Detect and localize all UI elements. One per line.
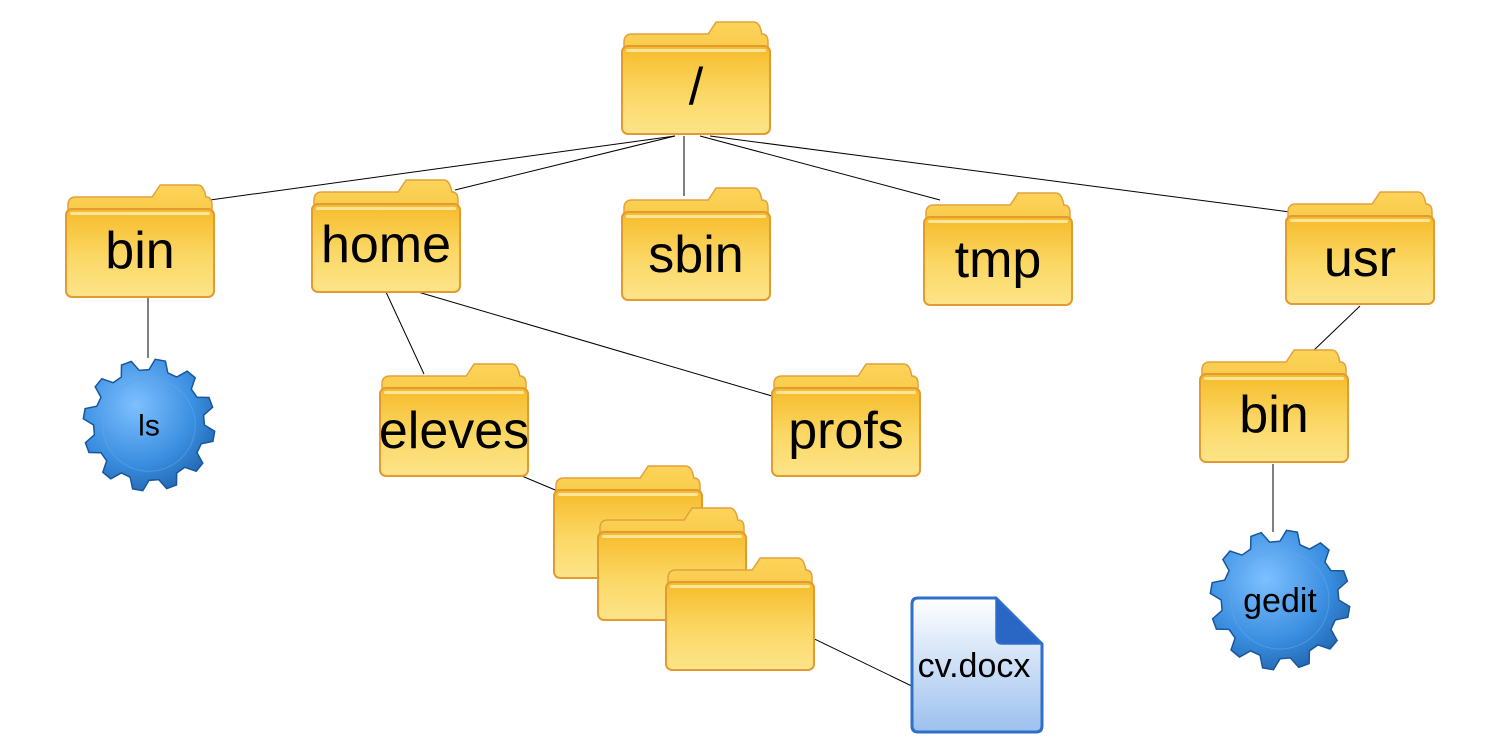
folder-front-profs — [771, 387, 921, 477]
document-fold-cv — [995, 596, 1044, 645]
folder-highlight-sub2 — [602, 535, 742, 538]
folder-highlight-eleves — [384, 391, 524, 394]
edge-root-usr — [709, 135, 1291, 213]
folder-front-home — [311, 203, 461, 293]
folder-front-usr — [1285, 215, 1435, 305]
folder-icon-eleves[interactable]: eleves — [379, 363, 529, 477]
folder-front-root — [621, 45, 771, 135]
node-label-home: home — [321, 216, 451, 274]
edge-sub-cv — [799, 631, 921, 691]
folder-highlight-sbin — [626, 215, 766, 218]
node-label-tmp: tmp — [955, 231, 1042, 289]
node-label-sbin: sbin — [648, 226, 743, 284]
folder-highlight-home — [316, 207, 456, 210]
folder-icon-root[interactable]: / — [621, 21, 771, 135]
folder-front-sbin — [621, 211, 771, 301]
edge-usr-usrbin — [1311, 305, 1361, 353]
edges-layer — [147, 135, 1361, 691]
folder-highlight-bin — [70, 212, 210, 215]
folder-highlight-root — [626, 49, 766, 52]
folder-highlight-sub3 — [670, 585, 810, 588]
folder-highlight-usr — [1290, 219, 1430, 222]
document-icon-cv[interactable]: cv.docx — [910, 596, 1044, 734]
edge-root-tmp — [699, 135, 941, 201]
folder-highlight-tmp — [928, 220, 1068, 223]
folder-icon-home[interactable]: home — [311, 179, 461, 293]
folder-front-bin — [65, 208, 215, 298]
gear-icon-ls[interactable]: ls — [82, 358, 216, 492]
node-label-root: / — [689, 58, 704, 116]
edge-root-bin — [209, 135, 676, 201]
node-label-cv: cv.docx — [918, 647, 1031, 685]
folder-highlight-sub1 — [558, 493, 698, 496]
folder-icon-bin[interactable]: bin — [65, 184, 215, 298]
gear-ring-ls — [102, 378, 196, 472]
edge-home-eleves — [385, 291, 425, 375]
folder-front-eleves — [379, 387, 529, 477]
node-label-usr: usr — [1324, 230, 1396, 288]
folder-icon-profs[interactable]: profs — [771, 363, 921, 477]
gear-icon-gedit[interactable]: gedit — [1209, 529, 1351, 671]
nodes-layer: / bin home sbin tmp usr eleves profs bin… — [65, 21, 1435, 734]
node-label-ls: ls — [138, 410, 160, 443]
node-label-eleves: eleves — [379, 402, 529, 460]
node-label-bin: bin — [105, 222, 174, 280]
node-label-profs: profs — [788, 402, 904, 460]
folder-icon-tmp[interactable]: tmp — [923, 192, 1073, 306]
folder-front-tmp — [923, 216, 1073, 306]
folder-icon-sub3[interactable] — [665, 557, 815, 671]
edge-home-profs — [417, 291, 773, 397]
node-label-gedit: gedit — [1243, 582, 1317, 620]
folder-highlight-usr_bin — [1204, 377, 1344, 380]
folder-front-usr_bin — [1199, 373, 1349, 463]
folder-front-sub3 — [665, 581, 815, 671]
folder-icon-sbin[interactable]: sbin — [621, 187, 771, 301]
folder-icon-usr-bin[interactable]: bin — [1199, 349, 1349, 463]
gear-ring-gedit — [1230, 550, 1330, 650]
folder-highlight-profs — [776, 391, 916, 394]
folder-icon-usr[interactable]: usr — [1285, 191, 1435, 305]
edge-root-home — [454, 135, 676, 191]
node-label-usr_bin: bin — [1239, 386, 1308, 444]
